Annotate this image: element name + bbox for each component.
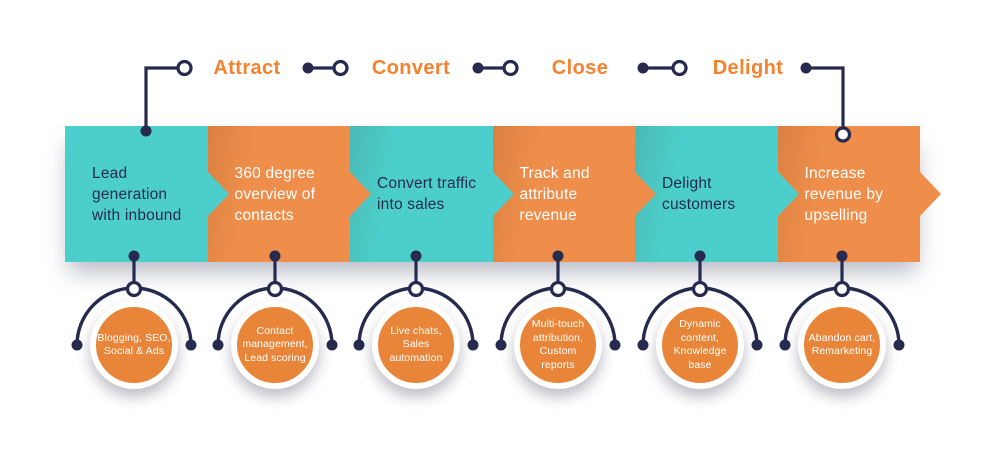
connector-dot — [472, 62, 484, 74]
arc-end-dot — [779, 339, 791, 351]
band-segment-track-revenue: Track and attribute revenue — [492, 126, 656, 262]
connector-dot — [800, 62, 812, 74]
arc-end-dot — [185, 339, 197, 351]
band-segment-label: Increase revenue by upselling — [804, 164, 884, 224]
arc-end-dot — [495, 339, 507, 351]
stage-label-convert: Convert — [371, 57, 451, 79]
arc-end-dot — [212, 339, 224, 351]
tool-circle-contact-mgmt: Contact management, Lead scoring — [231, 301, 319, 389]
tool-circle-attribution: Multi-touch attribution, Custom reports — [514, 301, 602, 389]
arc-end-dot — [71, 339, 83, 351]
band-segment-delight-customers: Delight customers — [635, 126, 798, 262]
tool-circle-live-chats: Live chats, Sales automation — [372, 301, 460, 389]
band-segment-convert-traffic: Convert traffic into sales — [350, 126, 513, 262]
connector-ring-icon — [671, 59, 688, 77]
arc-end-dot — [637, 339, 649, 351]
arc-end-dot — [751, 339, 763, 351]
connector-ring-icon — [833, 280, 851, 298]
tool-circle-abandon-cart: Abandon cart, Remarketing — [798, 301, 886, 389]
band-segment-increase-revenue: Increase revenue by upselling — [777, 126, 941, 262]
connector-ring-icon — [176, 59, 193, 77]
tool-circle-label: Blogging, SEO, Social & Ads — [97, 331, 171, 358]
tool-circle-label: Abandon cart, Remarketing — [808, 331, 876, 358]
band-segment-label: Lead generation with inbound — [92, 164, 182, 224]
funnel-band: Lead generation with inbound 360 degree … — [65, 126, 941, 262]
band-segment-360-overview: 360 degree overview of contacts — [207, 126, 371, 262]
arc-end-dot — [467, 339, 479, 351]
connector-dot — [302, 62, 314, 74]
connector-ring-icon — [502, 59, 519, 77]
connector-ring-icon — [125, 280, 143, 298]
band-segment-label: 360 degree overview of contacts — [234, 164, 316, 224]
arc-end-dot — [893, 339, 905, 351]
stage-label-attract: Attract — [213, 57, 281, 79]
band-segment-label: Delight customers — [662, 175, 736, 213]
stage-label-delight: Delight — [712, 57, 784, 79]
tool-circle-blogging-seo: Blogging, SEO, Social & Ads — [90, 301, 178, 389]
connector-dot — [637, 62, 649, 74]
stage-connector-attract-convert — [302, 59, 349, 77]
arc-end-dot — [353, 339, 365, 351]
tool-circle-label: Multi-touch attribution, Custom reports — [531, 318, 585, 371]
stage-label-close: Close — [551, 57, 609, 79]
tool-circle-label: Live chats, Sales automation — [389, 324, 443, 364]
tool-circle-label: Contact management, Lead scoring — [242, 324, 308, 364]
stage-connector-close-delight — [637, 59, 688, 77]
arc-end-dot — [326, 339, 338, 351]
band-segment-label: Convert traffic into sales — [377, 175, 477, 213]
connector-ring-icon — [407, 280, 425, 298]
connector-ring-icon — [266, 280, 284, 298]
band-segment-label: Track and attribute revenue — [519, 164, 590, 224]
connector-ring-icon — [691, 280, 709, 298]
connector-ring-icon — [332, 59, 349, 77]
arc-end-dot — [609, 339, 621, 351]
tool-circle-label: Dynamic content, Knowledge base — [673, 318, 727, 371]
tool-circle-dynamic-content: Dynamic content, Knowledge base — [656, 301, 744, 389]
connector-ring-icon — [549, 280, 567, 298]
stage-connector-convert-close — [472, 59, 519, 77]
band-segment-lead-generation: Lead generation with inbound — [65, 126, 228, 262]
